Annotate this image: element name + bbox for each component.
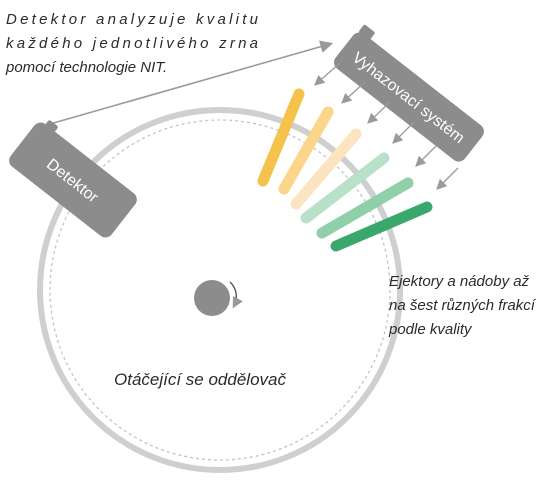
separator-caption: Otáčející se oddělovač	[114, 370, 286, 389]
detector-note-line-1: Detektor analyzuje kvalitu	[6, 11, 259, 28]
ejector-arrow-1	[314, 62, 341, 86]
fraction-bar-2	[278, 106, 334, 195]
ejector-arrow-2	[341, 81, 366, 104]
ejector-arrow-6	[436, 167, 459, 190]
ejectors-note-line-2: na šest různých frakcí	[389, 297, 537, 314]
fraction-bar-3	[290, 128, 362, 210]
ejector-bars	[257, 88, 433, 252]
ejectors-note-line-3: podle kvality	[388, 321, 473, 338]
ejector-arrow-4	[392, 121, 415, 144]
detector-note-line-3: pomocí technologie NIT.	[5, 59, 167, 76]
fraction-bar-5	[316, 177, 414, 239]
ejectors-note-line-1: Ejektory a nádoby až	[389, 273, 530, 290]
detector-note-line-2: každého jednotlivého zrna	[6, 35, 258, 52]
ejectors-note: Ejektory a nádoby až na šest různých fra…	[388, 273, 539, 338]
separator-inner-ring	[49, 119, 391, 461]
ejection-system-label: Vyhazovací systém	[349, 49, 468, 147]
detector-note: Detektor analyzuje kvalitu každého jedno…	[5, 11, 265, 76]
fraction-bar-6	[330, 201, 433, 252]
fraction-bar-1	[257, 88, 305, 187]
separator-hub	[194, 280, 230, 316]
rotation-arrow-icon	[229, 281, 243, 309]
fraction-bar-4	[300, 152, 390, 224]
ejector-arrow-3	[367, 101, 391, 124]
ejector-arrows	[314, 62, 459, 190]
separator-disk	[37, 107, 403, 473]
detector-to-ejection-arrow	[49, 40, 334, 125]
detector-box: Detektor	[9, 120, 137, 238]
ejector-arrow-5	[415, 144, 438, 167]
